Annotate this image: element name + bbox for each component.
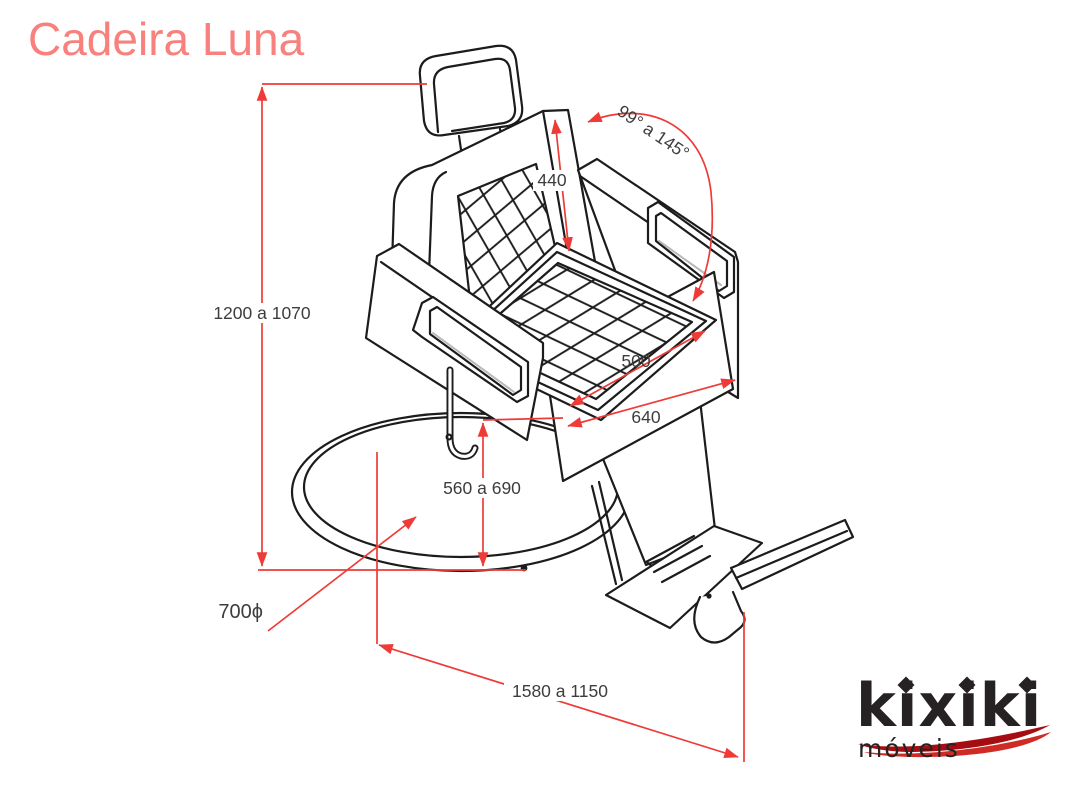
brand-logo: kixiki móveis [856,671,1052,770]
brand-logo-tagline: móveis [858,734,960,763]
dim-label-backrest-height: 440 [537,170,566,190]
dim-label-base-diameter: 700ϕ [218,601,263,623]
chair-headrest [418,44,524,165]
dim-label-recline-angle: 99° a 145° [614,101,693,164]
leader-base-diameter [267,516,417,632]
chair-pump-handle [445,366,479,460]
dim-label-seat-width: 500 [621,351,650,371]
chair-footrest [590,480,855,644]
brand-logo-text: kixiki [856,671,1043,741]
dim-label-seat-depth: 640 [631,407,660,427]
dim-label-total-length: 1580 a 1150 [512,681,608,701]
dim-line-seat-depth [567,378,736,428]
chair-armrest-left [364,242,545,442]
page-title: Cadeira Luna [28,13,305,65]
dim-label-total-height: 1200 a 1070 [213,303,311,323]
dim-arc-recline-angle [587,111,714,302]
logo-swoosh [858,725,1051,758]
dim-label-seat-height: 560 a 690 [443,478,521,498]
ext-line-seat-height [482,417,564,421]
